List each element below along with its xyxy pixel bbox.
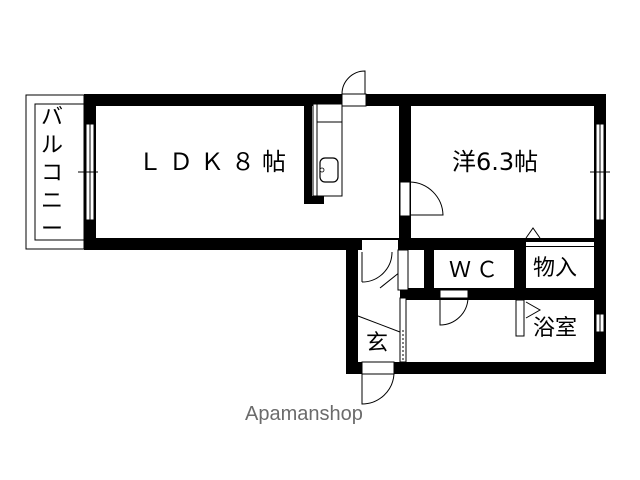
- balcony-char: コ: [40, 161, 63, 186]
- balcony-char: ー: [40, 217, 63, 242]
- wc-label: ＷＣ: [449, 258, 504, 283]
- balcony-char: ル: [40, 133, 63, 158]
- balcony-label: バ ル コ ニ ー: [40, 104, 64, 244]
- ldk-bottom-wall: [84, 238, 408, 250]
- brand-watermark: Apamanshop: [245, 403, 363, 425]
- balcony-outline: [25, 94, 85, 250]
- balcony-char: バ: [40, 105, 63, 130]
- entrance-label: 玄: [366, 331, 389, 356]
- bathroom-label: 浴室: [533, 316, 578, 341]
- ldk-room-label: ＬＤＫ８帖: [138, 148, 293, 176]
- balcony-char: ニ: [40, 189, 63, 214]
- western-room-label: 洋6.3帖: [452, 148, 539, 176]
- storage-label: 物入: [533, 256, 578, 281]
